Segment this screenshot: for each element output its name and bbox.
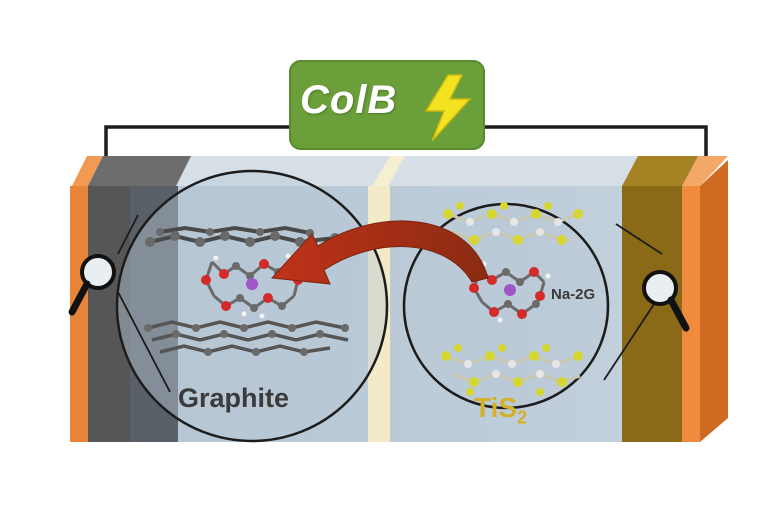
- title-label: ColB: [300, 78, 398, 122]
- circuit-wire: [104, 125, 708, 170]
- left-collector: [70, 186, 88, 442]
- tis2-label-main: TiS: [474, 392, 518, 423]
- left-collector-top: [72, 156, 103, 186]
- graphite-label: Graphite: [178, 383, 290, 413]
- magnifier-icon: [642, 270, 690, 332]
- lightning-bolt-icon: [424, 74, 472, 142]
- right-collector-side: [700, 160, 728, 442]
- cathode-top: [622, 156, 706, 186]
- tis2-label-subscript: 2: [517, 407, 528, 428]
- cathode-block: [622, 186, 682, 442]
- right-collector-front: [682, 186, 700, 442]
- separator: [372, 156, 405, 186]
- magnifier-icon: [68, 254, 116, 316]
- anode-top: [88, 156, 191, 186]
- na-2g-label: Na-2G: [551, 286, 596, 303]
- curved-arrow-icon: [270, 220, 489, 285]
- tis2-label: TiS2: [474, 392, 527, 429]
- electrolyte-top-face: [75, 156, 640, 188]
